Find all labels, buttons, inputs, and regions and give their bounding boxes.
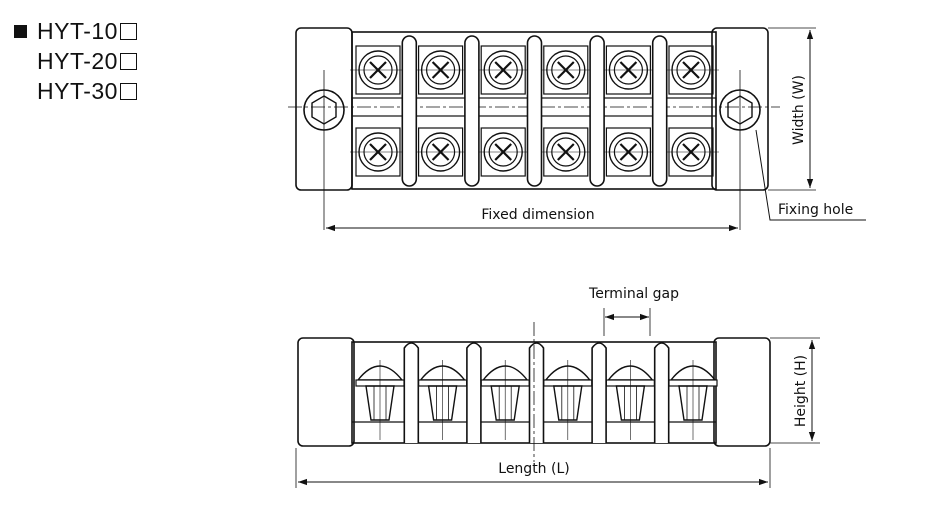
terminal-screw-icon [412, 127, 469, 177]
width-label: Width (W) [791, 75, 807, 145]
top-view [288, 27, 780, 230]
terminal-screw-icon [663, 127, 719, 177]
barrier-icon [589, 35, 605, 187]
checkbox-icon [119, 22, 137, 40]
terminal-side-icon [543, 360, 593, 440]
terminal-screw-icon [537, 127, 594, 177]
height-label: Height (H) [793, 355, 809, 427]
side-view [297, 337, 771, 447]
model-item: HYT-20 [14, 46, 184, 76]
terminal-screw-icon [537, 45, 594, 95]
side-end-cap-left [297, 337, 355, 447]
terminal-screw-icon [600, 45, 657, 95]
side-barrier-icon [653, 342, 670, 443]
model-label: HYT-20 [37, 47, 118, 74]
terminal-side-icon [355, 360, 405, 440]
model-label: HYT-30 [37, 77, 118, 104]
model-item: HYT-10 [14, 16, 184, 46]
terminal-side-icon [605, 360, 656, 440]
terminal-side-icon [668, 360, 718, 440]
terminal-side-icon [480, 360, 530, 440]
side-end-cap-right [713, 337, 771, 447]
terminal-gap-label: Terminal gap [588, 286, 679, 302]
terminal-screw-icon [350, 127, 406, 177]
barrier-icon [651, 35, 668, 187]
checkbox-icon [119, 82, 137, 100]
terminal-screw-icon [475, 45, 532, 95]
length-label: Length (L) [498, 461, 569, 477]
checkbox-icon [119, 52, 137, 70]
side-barrier-icon [466, 342, 482, 443]
terminal-screw-icon [600, 127, 657, 177]
barrier-icon [526, 35, 543, 187]
side-barrier-icon [528, 342, 545, 443]
side-barrier-icon [403, 342, 420, 443]
model-list: HYT-10 HYT-20 HYT-30 [14, 16, 184, 106]
fixed-dimension-label: Fixed dimension [481, 207, 594, 223]
barrier-icon [401, 35, 418, 187]
fixing-hole-label: Fixing hole [778, 202, 853, 218]
model-item: HYT-30 [14, 76, 184, 106]
square-bullet-icon [14, 24, 27, 38]
terminal-screw-icon [412, 45, 469, 95]
terminal-side-icon [418, 360, 468, 440]
terminal-screw-icon [475, 127, 532, 177]
model-label: HYT-10 [37, 17, 118, 44]
terminal-screw-icon [350, 45, 406, 95]
side-barrier-icon [591, 342, 607, 443]
barrier-icon [464, 35, 480, 187]
terminal-screw-icon [663, 45, 719, 95]
